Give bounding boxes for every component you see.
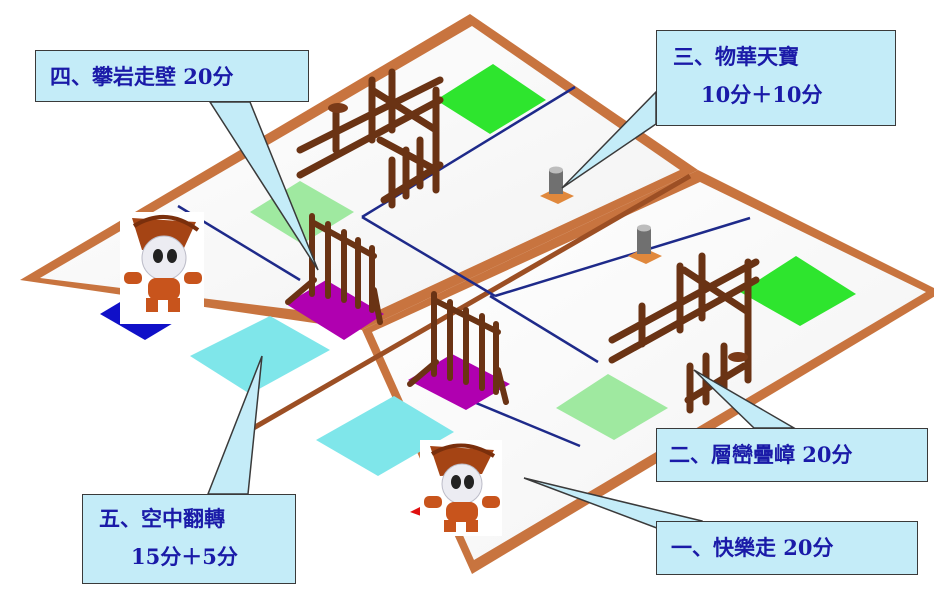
callout-task3-score: 10分＋10分 <box>701 82 823 107</box>
callout-task4-title: 四、攀岩走壁 20分 <box>50 64 234 89</box>
zone-cyan-right <box>316 396 454 476</box>
callout-task1-title: 一、快樂走 20分 <box>671 535 834 560</box>
robot-mascot-icon <box>120 212 204 324</box>
zone-green-top <box>436 64 546 134</box>
climbing-wall-icon <box>285 213 383 325</box>
callout-task4: 四、攀岩走壁 20分 <box>35 50 309 102</box>
fence-post-top-right <box>728 352 748 362</box>
callout-task2: 二、層巒疊嶂 20分 <box>656 428 928 482</box>
callout-task5: 五、空中翻轉 15分＋5分 <box>82 494 296 584</box>
cylinder-post-icon-2 <box>628 224 662 264</box>
callout-task3-title: 三、物華天寶 <box>673 44 799 69</box>
callout-task2-title: 二、層巒疊嶂 20分 <box>669 442 853 467</box>
callout-task5-title: 五、空中翻轉 <box>99 506 225 531</box>
fence-post-top <box>328 103 348 113</box>
zone-lightgreen-right <box>556 374 668 440</box>
zone-green-right <box>740 256 856 326</box>
zone-cyan-left <box>190 316 330 394</box>
callout-task5-score: 15分＋5分 <box>131 544 238 569</box>
cylinder-post-icon <box>540 166 574 204</box>
callout-task1: 一、快樂走 20分 <box>656 521 918 575</box>
robot-mascot-icon-2 <box>420 440 502 536</box>
climbing-wall-icon-right <box>407 291 509 405</box>
callout-task3: 三、物華天寶 10分＋10分 <box>656 30 896 126</box>
board-seam <box>248 173 692 433</box>
wooden-fence-icon <box>296 68 444 209</box>
